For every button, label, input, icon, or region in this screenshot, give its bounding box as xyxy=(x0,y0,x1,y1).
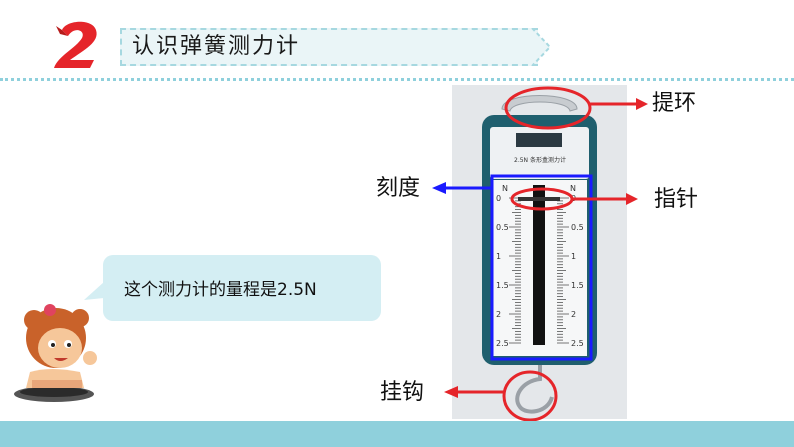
title-banner xyxy=(120,28,538,66)
ring-label: 提环 xyxy=(652,91,697,116)
title-banner-tip xyxy=(530,28,552,66)
page-title: 认识弹簧测力计 xyxy=(132,34,301,59)
hook-label: 挂钩 xyxy=(380,380,425,405)
speech-bubble xyxy=(103,255,381,321)
cartoon-girl-illustration xyxy=(14,304,97,402)
scale-label: 刻度 xyxy=(376,176,421,201)
footer-band xyxy=(0,421,794,447)
pointer-label: 指针 xyxy=(654,187,699,212)
header-divider xyxy=(0,78,794,81)
svg-text:2.5N 条形盒测力计: 2.5N 条形盒测力计 xyxy=(514,156,566,164)
section-number-badge xyxy=(54,21,97,68)
speech-bubble-text: 这个测力计的量程是2.5N xyxy=(124,280,317,300)
